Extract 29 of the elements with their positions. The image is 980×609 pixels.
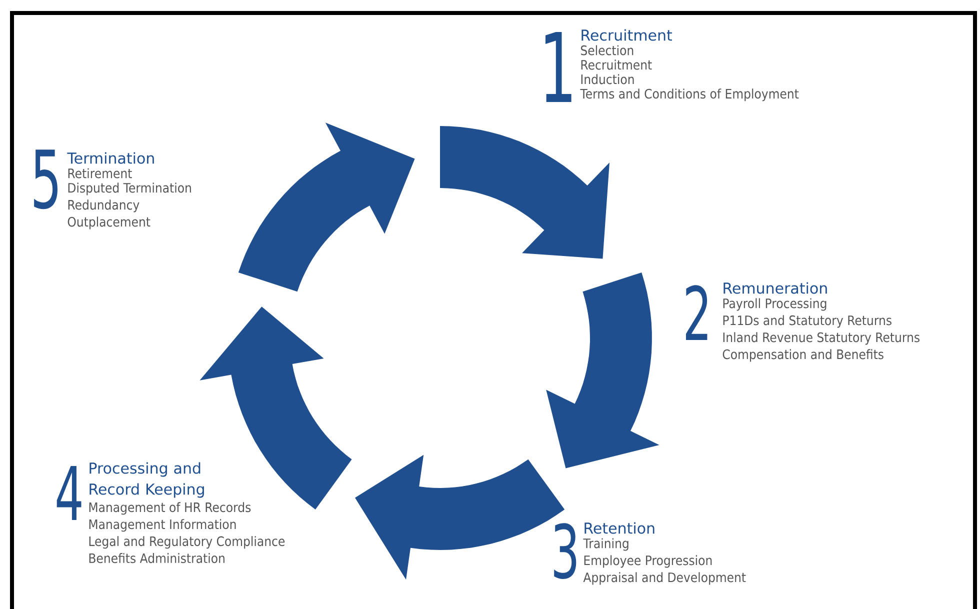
step-item: Appraisal and Development bbox=[583, 572, 746, 585]
step-heading: Termination bbox=[67, 152, 154, 164]
step-item: Compensation and Benefits bbox=[722, 349, 884, 362]
step-item: Induction bbox=[581, 74, 634, 84]
step-heading: Recruitment bbox=[582, 29, 672, 41]
step-item: Terms and Conditions of Employment bbox=[580, 88, 799, 102]
step-heading: Retention bbox=[584, 522, 654, 534]
step-heading: Remuneration bbox=[724, 282, 827, 294]
step-item: Redundancy bbox=[68, 200, 140, 212]
step-item: Disputed Termination bbox=[68, 182, 191, 196]
step-item: Recruitment bbox=[581, 60, 652, 70]
step-item: Management Information bbox=[89, 519, 236, 532]
step-item: Legal and Regulatory Compliance bbox=[89, 536, 285, 549]
step-heading: Processing and Record Keeping bbox=[90, 462, 204, 498]
step-number: 3 bbox=[554, 523, 576, 580]
step-item: Outplacement bbox=[68, 216, 150, 230]
step-item: Inland Revenue Statutory Returns bbox=[723, 332, 920, 345]
step-number: 5 bbox=[34, 150, 58, 210]
step-item: Management of HR Records bbox=[89, 502, 251, 515]
step-item: Employee Progression bbox=[584, 555, 712, 568]
step-number: 4 bbox=[56, 466, 82, 520]
step-item: Payroll Processing bbox=[723, 298, 826, 311]
step-number: 2 bbox=[686, 285, 708, 340]
step-item: Benefits Administration bbox=[89, 553, 224, 564]
step-item: Training bbox=[583, 538, 628, 551]
step-item: Retirement bbox=[68, 168, 132, 178]
step-item: P11Ds and Statutory Returns bbox=[723, 315, 892, 328]
step-number: 1 bbox=[545, 32, 572, 102]
step-item: Selection bbox=[580, 45, 634, 56]
